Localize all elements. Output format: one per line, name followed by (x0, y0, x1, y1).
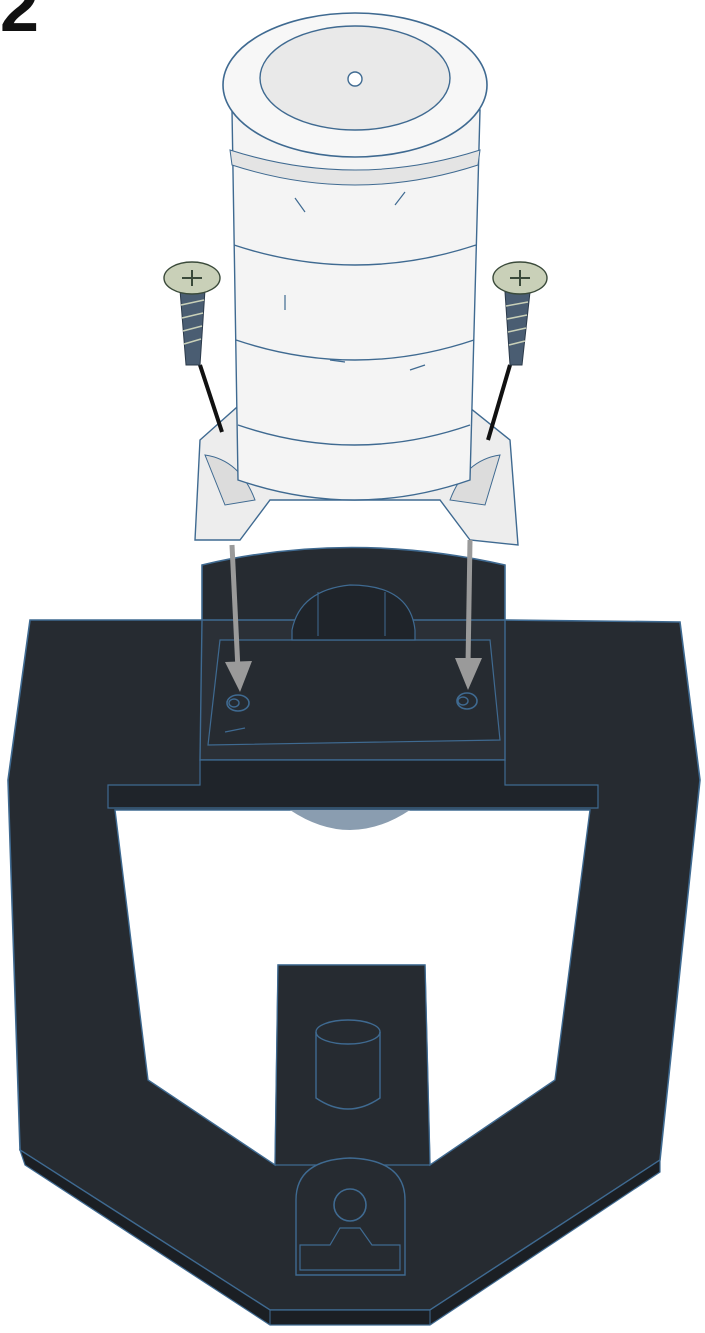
recess (291, 584, 416, 641)
holder-body (231, 109, 481, 501)
base-stand (7, 546, 701, 1326)
step-number: 2 (0, 0, 39, 46)
arrow-down-icon (455, 539, 482, 690)
center-stem (274, 964, 431, 1166)
screw-hole-right (456, 692, 478, 710)
arrow-down-icon (225, 544, 252, 692)
screw-left (163, 261, 224, 433)
screw-hole-left (226, 694, 250, 712)
cup-holder (194, 12, 519, 546)
screw-right (486, 261, 548, 441)
bottom-tab (295, 1157, 406, 1276)
mount-plate (207, 639, 501, 746)
